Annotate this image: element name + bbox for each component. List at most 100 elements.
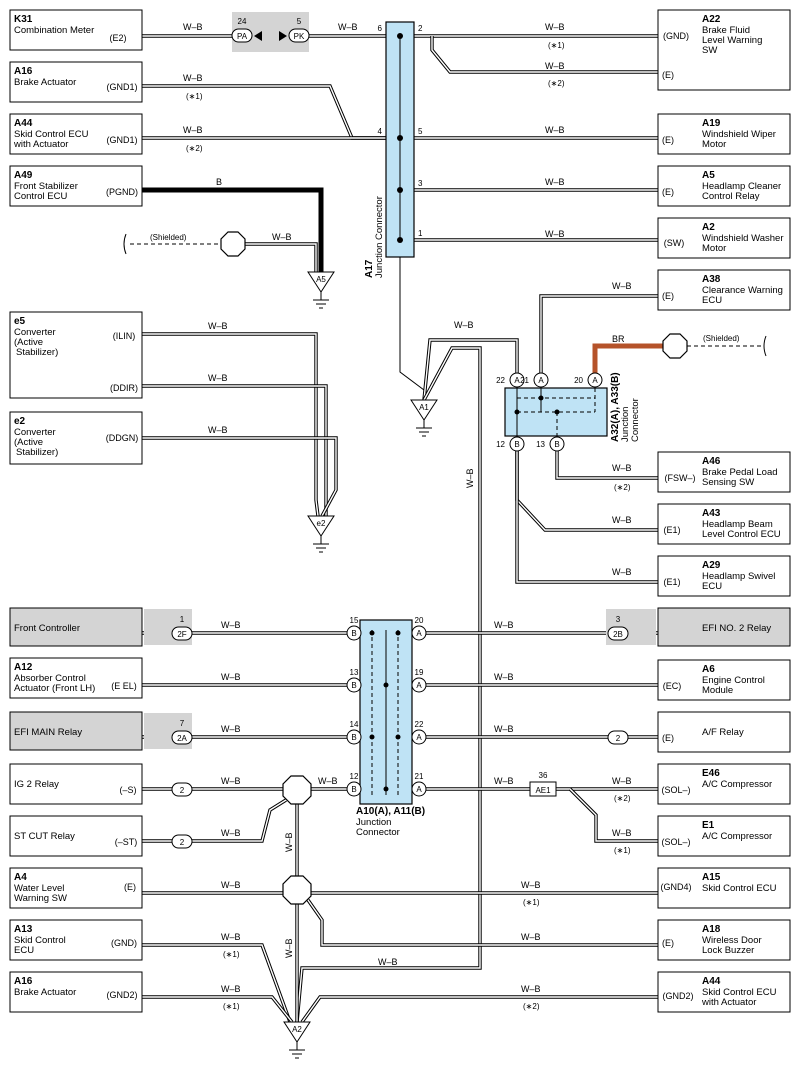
connector-2a: 2A 7 [171,719,193,745]
svg-text:Absorber Control: Absorber Control [14,673,86,684]
component-e46: E46 A/C Compressor (SOL–) [657,763,791,805]
svg-text:A18: A18 [702,924,721,935]
svg-text:W–B: W–B [221,932,241,942]
junction-a17: 6 2 4 5 3 1 A17 Junction Connector [364,21,423,278]
svg-text:ECU: ECU [702,581,722,592]
svg-text:(Active: (Active [14,437,43,448]
svg-text:Junction: Junction [356,817,391,828]
component-a4: A4 Water Level Warning SW (E) [9,867,143,909]
svg-text:Skid Control ECU: Skid Control ECU [702,883,777,894]
svg-text:(SOL–): (SOL–) [661,837,690,847]
svg-text:Stabilizer): Stabilizer) [16,347,58,358]
svg-text:Combination Meter: Combination Meter [14,25,94,36]
svg-text:(Shielded): (Shielded) [703,334,740,343]
wire-a49-b [142,187,324,272]
svg-text:A10(A), A11(B): A10(A), A11(B) [356,806,425,817]
svg-text:A16: A16 [14,66,33,77]
shield-splice-left [220,231,246,257]
svg-text:Control Relay: Control Relay [702,191,760,202]
svg-text:20: 20 [574,376,583,385]
svg-text:A22: A22 [702,14,721,25]
svg-text:13: 13 [536,440,545,449]
ground-a1: A1 [410,399,438,437]
svg-text:Brake Actuator: Brake Actuator [14,987,76,998]
svg-text:SW: SW [702,45,717,56]
svg-text:1: 1 [418,229,423,238]
svg-text:Converter: Converter [14,427,56,438]
svg-text:W–B: W–B [494,724,514,734]
svg-text:W–B: W–B [221,776,241,786]
svg-text:W–B: W–B [454,320,474,330]
svg-text:(E): (E) [662,291,674,301]
ground-e2: e2 [307,515,335,553]
svg-text:e2: e2 [14,416,26,427]
svg-text:A2: A2 [702,222,715,233]
svg-text:36: 36 [539,771,548,780]
component-a49: A49 Front Stabilizer Control ECU (PGND) [9,165,143,207]
svg-text:Skid Control ECU: Skid Control ECU [702,987,777,998]
svg-text:A44: A44 [702,976,721,987]
svg-text:(E): (E) [124,882,136,892]
component-efi-main-relay: EFI MAIN Relay [9,711,143,751]
splice-a4 [282,875,312,905]
svg-text:Junction: Junction [620,407,631,442]
component-a22: A22 Brake Fluid Level Warning SW (GND) (… [657,9,791,91]
svg-text:W–B: W–B [221,828,241,838]
svg-text:Module: Module [702,685,733,696]
component-front-controller: Front Controller [9,607,143,647]
svg-text:Headlamp Beam: Headlamp Beam [702,519,773,530]
wire-labels: W–B W–B W–B (∗1) W–B (∗2) W–B (∗1) W–B (… [183,22,632,1011]
svg-text:W–B: W–B [221,984,241,994]
component-k31: K31 Combination Meter (E2) [9,9,143,51]
svg-text:ECU: ECU [702,295,722,306]
svg-text:(DDIR): (DDIR) [110,383,138,393]
svg-text:W–B: W–B [221,880,241,890]
svg-text:(∗1): (∗1) [523,898,540,907]
svg-text:Level Warning: Level Warning [702,35,762,46]
svg-text:A: A [592,376,598,385]
svg-text:W–B: W–B [545,61,565,71]
wire-a17-a1 [399,257,425,391]
svg-text:Sensing SW: Sensing SW [702,477,754,488]
svg-text:Skid Control ECU: Skid Control ECU [14,129,89,140]
svg-text:A13: A13 [14,924,33,935]
svg-text:A6: A6 [702,664,715,675]
svg-text:22: 22 [415,720,424,729]
svg-text:A1: A1 [419,403,429,412]
svg-text:Wireless Door: Wireless Door [702,935,762,946]
junction-a32-a33: A22 A21 A20 B12 B13 A32(A), A33(B) Junct… [496,372,641,452]
svg-text:Level Control ECU: Level Control ECU [702,529,781,540]
svg-text:Motor: Motor [702,243,726,254]
component-a44-bottom: A44 Skid Control ECU with Actuator (GND2… [657,971,791,1013]
svg-text:W–B: W–B [545,22,565,32]
svg-text:W–B: W–B [183,22,203,32]
svg-text:W–B: W–B [612,567,632,577]
svg-text:(E1): (E1) [663,577,680,587]
svg-text:A49: A49 [14,170,33,181]
svg-text:A: A [416,629,422,638]
component-a12: A12 Absorber Control Actuator (Front LH)… [9,657,143,699]
svg-text:K31: K31 [14,14,33,25]
svg-text:A5: A5 [316,275,326,284]
svg-text:(GND4): (GND4) [661,882,692,892]
svg-text:B: B [216,177,222,187]
svg-text:(SW): (SW) [664,238,685,248]
svg-text:3: 3 [616,615,621,624]
component-af-relay: A/F Relay (E) [657,711,791,753]
svg-text:W–B: W–B [545,229,565,239]
ground-a2: A2 [283,1021,311,1059]
svg-text:W–B: W–B [208,425,228,435]
svg-text:(E): (E) [662,135,674,145]
svg-text:A5: A5 [702,170,715,181]
svg-text:24: 24 [238,17,247,26]
svg-text:(E): (E) [662,187,674,197]
connector-pk: PK 5 [288,17,310,43]
svg-text:W–B: W–B [338,22,358,32]
svg-text:ECU: ECU [14,945,34,956]
component-a16-top: A16 Brake Actuator (GND1) [9,61,143,103]
svg-text:W–B: W–B [183,73,203,83]
svg-text:AE1: AE1 [535,786,551,795]
svg-text:A: A [416,681,422,690]
svg-text:12: 12 [350,772,359,781]
component-a6: A6 Engine Control Module (EC) [657,659,791,701]
